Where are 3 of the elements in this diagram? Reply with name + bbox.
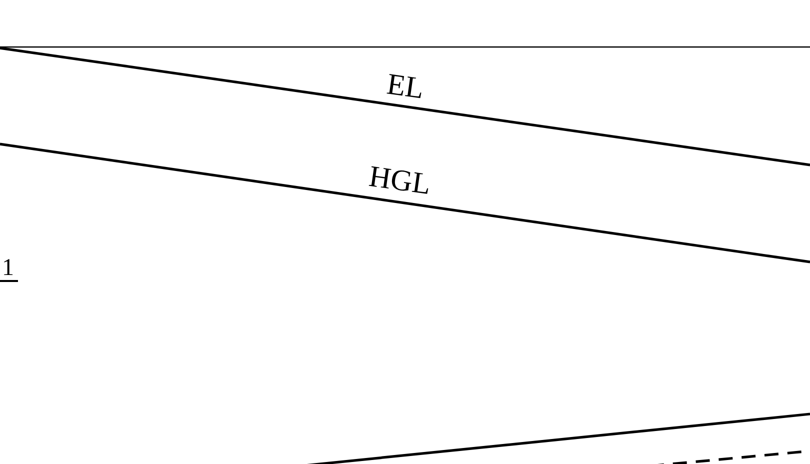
line-label: EL — [384, 70, 426, 104]
line-label: HGL — [367, 162, 432, 200]
line-label: 1 — [2, 256, 14, 280]
